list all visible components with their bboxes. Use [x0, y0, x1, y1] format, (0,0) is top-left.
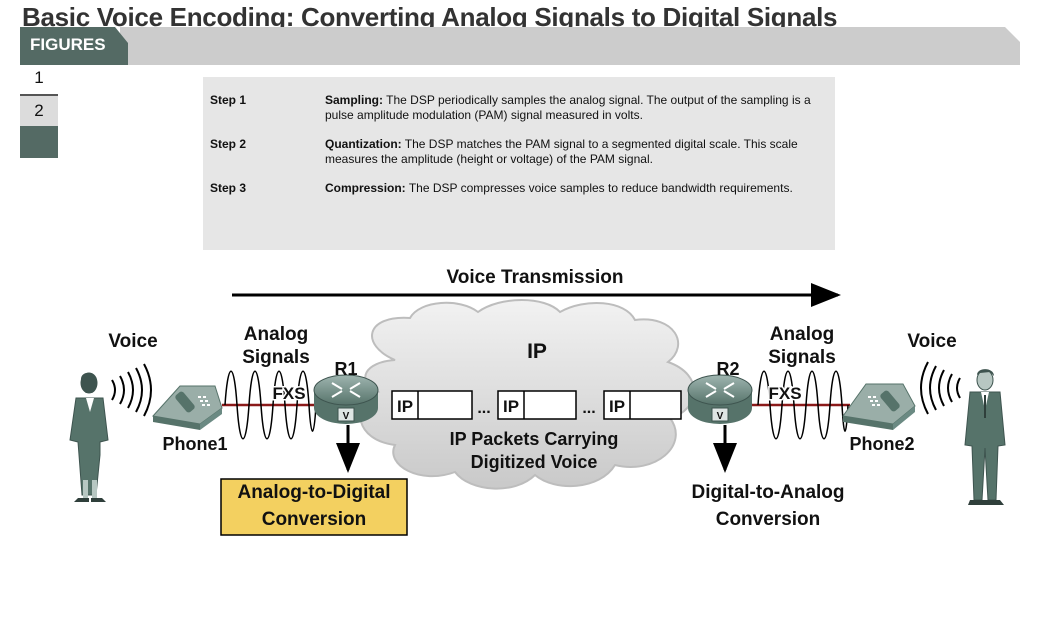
step-3-text: The DSP compresses voice samples to redu…	[408, 181, 793, 195]
step-2-heading: Quantization:	[325, 137, 402, 151]
step-3-heading: Compression:	[325, 181, 406, 195]
figure-tab-divider	[20, 94, 58, 96]
ip-packet-label: IP	[503, 397, 519, 416]
voice-label-left: Voice	[108, 331, 157, 352]
figure-tab-1[interactable]: 1	[34, 68, 44, 87]
router-r1-label: R1	[334, 359, 357, 379]
ip-packet-label: IP	[397, 397, 413, 416]
step-2-text: The DSP matches the PAM signal to a segm…	[325, 137, 798, 166]
digital-to-analog-line-1: Digital-to-Analog	[691, 482, 844, 503]
digital-to-analog-line-2: Conversion	[716, 509, 821, 530]
phone2-icon	[842, 383, 916, 430]
figure-tab-indicator	[20, 126, 58, 158]
figures-banner	[20, 27, 1020, 65]
fxs-label-right: FXS	[768, 384, 801, 403]
step-1-text: The DSP periodically samples the analog …	[325, 93, 811, 122]
router-r2-label: R2	[716, 359, 739, 379]
voice-waves-right-icon	[920, 361, 961, 415]
analog-signals-left-line-1: Analog	[244, 324, 308, 345]
analog-to-digital-line-2: Conversion	[262, 509, 367, 530]
router-r1-icon	[313, 374, 379, 424]
ip-packet-label: IP	[609, 397, 625, 416]
phone1-icon	[152, 385, 223, 430]
analog-signals-left-line-2: Signals	[242, 347, 310, 368]
figure-tab-2[interactable]: 2	[20, 96, 58, 126]
voice-label-right: Voice	[907, 331, 956, 352]
packet-ellipsis: ...	[477, 400, 490, 417]
steps-panel: Step 1 Sampling: The DSP periodically sa…	[203, 77, 835, 250]
analog-signals-right-line-1: Analog	[770, 324, 834, 345]
analog-signals-right-line-2: Signals	[768, 347, 836, 368]
transmission-label: Voice Transmission	[446, 267, 623, 288]
packet-ellipsis: ...	[582, 400, 595, 417]
man-speaker-icon	[964, 369, 1006, 505]
cloud-caption-line-1: IP Packets Carrying	[450, 429, 619, 449]
router-r2-badge: V	[717, 411, 724, 422]
ip-packet	[603, 390, 682, 420]
step-2-label: Step 2	[210, 137, 247, 151]
step-3-label: Step 3	[210, 181, 247, 195]
router-r2-icon	[687, 374, 753, 424]
cloud-label: IP	[527, 340, 547, 363]
analog-wave-left	[224, 370, 317, 440]
fxs-label-left: FXS	[272, 384, 305, 403]
analog-to-digital-box	[220, 478, 408, 536]
analog-wave-right	[757, 370, 849, 440]
router-r1-badge: V	[343, 411, 350, 422]
step-1-heading: Sampling:	[325, 93, 384, 107]
cloud-caption-line-2: Digitized Voice	[471, 452, 598, 472]
figures-label: FIGURES	[30, 35, 106, 54]
woman-speaker-icon	[69, 372, 109, 502]
analog-to-digital-line-1: Analog-to-Digital	[237, 482, 390, 503]
step-1-label: Step 1	[210, 93, 247, 107]
ip-packet	[391, 390, 473, 420]
ip-packet	[497, 390, 577, 420]
phone2-label: Phone2	[849, 434, 914, 454]
voice-waves-left-icon	[111, 363, 152, 417]
phone1-label: Phone1	[162, 434, 227, 454]
